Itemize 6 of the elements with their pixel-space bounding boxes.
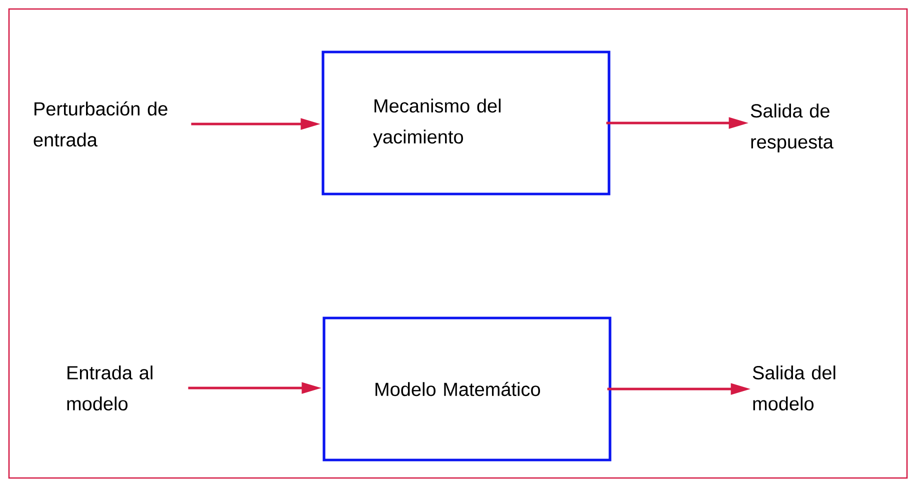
text-label: Salida del modelo bbox=[752, 366, 836, 410]
process-box: Mecanismo del yacimiento bbox=[322, 50, 610, 196]
process-box: Modelo Matemático bbox=[322, 316, 612, 462]
text-label: Perturbación de entrada bbox=[34, 101, 168, 147]
text-label: Entrada al modelo bbox=[67, 366, 152, 410]
text-label: Salida de respuesta bbox=[750, 104, 834, 152]
